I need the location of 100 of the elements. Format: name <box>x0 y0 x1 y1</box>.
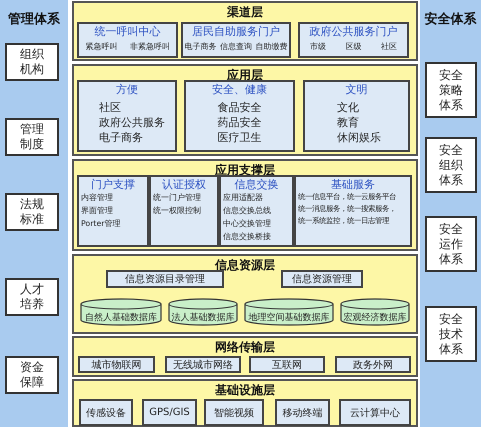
item-label: 政府公共服务 <box>99 115 165 130</box>
side-panel <box>0 0 68 427</box>
category-box <box>425 216 477 272</box>
layer-panel <box>72 159 418 251</box>
layer-panel <box>72 1 418 61</box>
module-box <box>294 175 412 247</box>
module-box <box>77 80 177 152</box>
module-box <box>78 356 155 373</box>
database-label: 法人基础数据库 <box>170 312 236 324</box>
module-heading: 认证授权 <box>161 177 207 192</box>
module-label: 无线城市网络 <box>172 358 234 371</box>
module-box <box>77 175 149 247</box>
item-label: 电子商务 <box>99 130 143 145</box>
layer-panel <box>72 379 418 427</box>
category-label: 管理制度 <box>19 122 45 152</box>
item-label: 社区 <box>381 41 398 52</box>
module-label: 政务外网 <box>352 358 394 371</box>
layer-title: 信息资源层 <box>214 257 276 274</box>
database-label: 地理空间基础数据库 <box>248 312 330 324</box>
module-heading: 安全、健康 <box>211 82 268 97</box>
module-label: 互联网 <box>271 358 303 371</box>
module-heading: 政府公共服务门户 <box>308 24 398 39</box>
item-label: 市级 <box>310 41 326 52</box>
database-label: 宏观经济数据库 <box>342 312 408 324</box>
module-box <box>335 356 411 373</box>
layer-title: 网络传输层 <box>214 339 276 356</box>
module-box <box>275 399 330 426</box>
module-box <box>303 80 410 152</box>
category-label: 人才培养 <box>19 282 45 312</box>
side-panel <box>420 0 481 427</box>
layer-title: 渠道层 <box>226 4 264 21</box>
item-label: 食品安全 <box>218 100 262 115</box>
module-box <box>181 22 291 58</box>
category-label: 安全技术体系 <box>438 312 464 356</box>
database-cylinder <box>80 298 162 326</box>
module-label: 云计算中心 <box>349 406 401 420</box>
module-label: 城市物联网 <box>90 358 142 371</box>
item-label: 电子商务 <box>184 41 217 52</box>
module-label: 智能视频 <box>213 406 255 420</box>
module-box <box>79 399 133 426</box>
item-label: 非紧急呼叫 <box>130 41 170 52</box>
layer-panel <box>72 64 418 156</box>
category-box <box>5 118 59 156</box>
item-label: 社区 <box>99 100 121 115</box>
module-box <box>106 270 224 288</box>
database-cylinder <box>244 298 334 326</box>
layer-panel <box>72 254 418 334</box>
module-heading: 文明 <box>344 82 368 97</box>
item-label: 休闲娱乐 <box>337 130 381 145</box>
module-box <box>204 399 264 426</box>
database-cylinder <box>168 298 238 326</box>
category-box <box>5 356 59 394</box>
database-cylinder <box>340 298 410 326</box>
category-label: 安全组织体系 <box>438 142 464 188</box>
category-label: 组织机构 <box>19 47 45 77</box>
module-box <box>281 270 363 288</box>
module-box <box>165 356 241 373</box>
module-label: GPS/GIS <box>148 406 191 420</box>
module-box <box>149 175 219 247</box>
item-label: 区级 <box>345 41 362 52</box>
module-label: 移动终端 <box>282 406 324 420</box>
item-label: 信息查询 <box>220 41 252 52</box>
module-box <box>339 399 411 426</box>
module-heading: 信息交换 <box>234 177 280 192</box>
item-label: 医疗卫生 <box>218 130 262 145</box>
category-box <box>425 137 477 193</box>
category-box <box>425 306 477 362</box>
category-label: 安全策略体系 <box>438 68 464 112</box>
module-box <box>142 399 197 426</box>
category-box <box>5 43 59 81</box>
category-box <box>5 193 59 231</box>
layer-title: 应用层 <box>226 67 264 84</box>
item-label: 药品安全 <box>218 115 262 130</box>
module-box <box>298 22 409 58</box>
module-heading: 门户支撑 <box>90 177 136 192</box>
panel-title: 安全体系 <box>424 10 478 28</box>
module-box <box>184 80 295 152</box>
category-label: 安全运作体系 <box>438 222 464 266</box>
layer-title: 基础设施层 <box>214 382 276 399</box>
item-label: 紧急呼叫 <box>85 41 118 52</box>
module-box <box>77 22 178 58</box>
layer-panel <box>72 336 418 377</box>
module-box <box>219 175 294 247</box>
layer-title: 应用支撑层 <box>214 162 276 178</box>
module-box <box>249 356 325 373</box>
panel-title: 管理体系 <box>7 10 61 28</box>
module-heading: 居民自助服务门户 <box>191 24 281 39</box>
module-heading: 统一呼叫中心 <box>94 24 162 39</box>
category-label: 资金保障 <box>19 360 45 390</box>
category-label: 法规标准 <box>19 197 45 227</box>
module-label: 传感设备 <box>85 406 127 420</box>
category-box <box>425 62 477 118</box>
module-label: 信息资源管理 <box>291 272 353 286</box>
module-heading: 基础服务 <box>330 177 376 192</box>
category-box <box>5 278 59 316</box>
module-label: 信息资源目录管理 <box>124 272 206 286</box>
database-label: 自然人基础数据库 <box>84 312 158 324</box>
item-label: 教育 <box>337 115 359 130</box>
module-heading: 方便 <box>115 82 139 97</box>
item-label: 自助缴费 <box>255 41 288 52</box>
